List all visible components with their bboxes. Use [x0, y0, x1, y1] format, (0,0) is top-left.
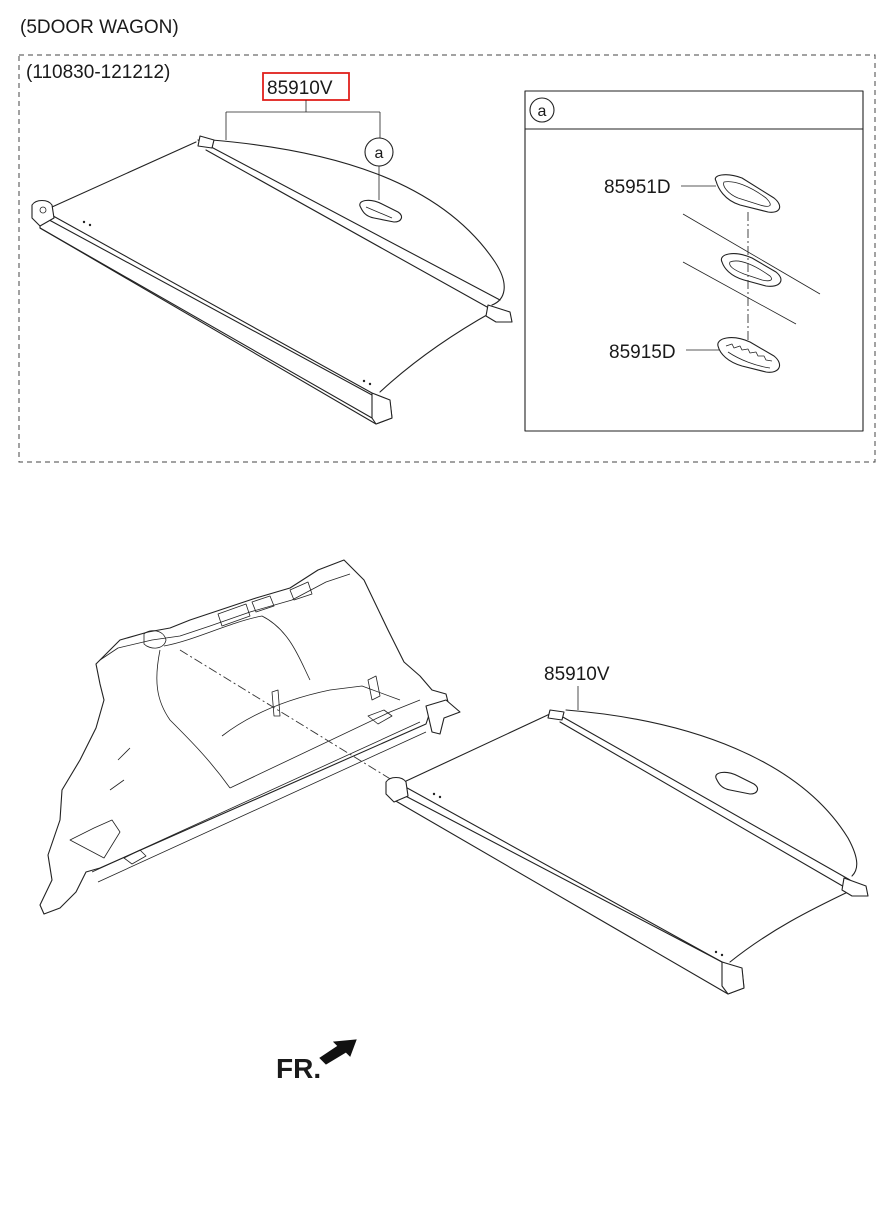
part-number-85915D[interactable]: 85915D [609, 342, 676, 363]
grommet-outer-85951D [714, 174, 781, 213]
cover-handle-opening [359, 199, 403, 223]
front-direction-label: FR. [276, 1053, 321, 1084]
detail-box-a: a 85951D 85915D [524, 90, 864, 432]
luggage-cover-upper [31, 135, 513, 425]
leader-bracket [225, 100, 381, 140]
date-range-label: (110830-121212) [26, 62, 170, 83]
part-number-85910V-highlighted[interactable]: 85910V [267, 78, 333, 99]
panel-opening [720, 253, 782, 287]
detail-ref-letter: a [375, 145, 384, 162]
front-arrow-icon [319, 1039, 357, 1065]
front-direction-indicator: FR. [276, 1039, 357, 1084]
luggage-cover-lower [385, 709, 869, 995]
trunk-trim-panel [39, 559, 461, 915]
assembly-guide-line [179, 649, 393, 781]
detail-box-letter: a [538, 103, 547, 120]
part-number-85951D[interactable]: 85951D [604, 177, 671, 198]
diagram-title: (5DOOR WAGON) [20, 17, 179, 38]
variant-group-box [18, 54, 876, 463]
detail-ref-circle[interactable]: a [364, 137, 394, 200]
grommet-inner-85915D [717, 337, 781, 373]
part-number-85910V-lower[interactable]: 85910V [544, 664, 610, 685]
